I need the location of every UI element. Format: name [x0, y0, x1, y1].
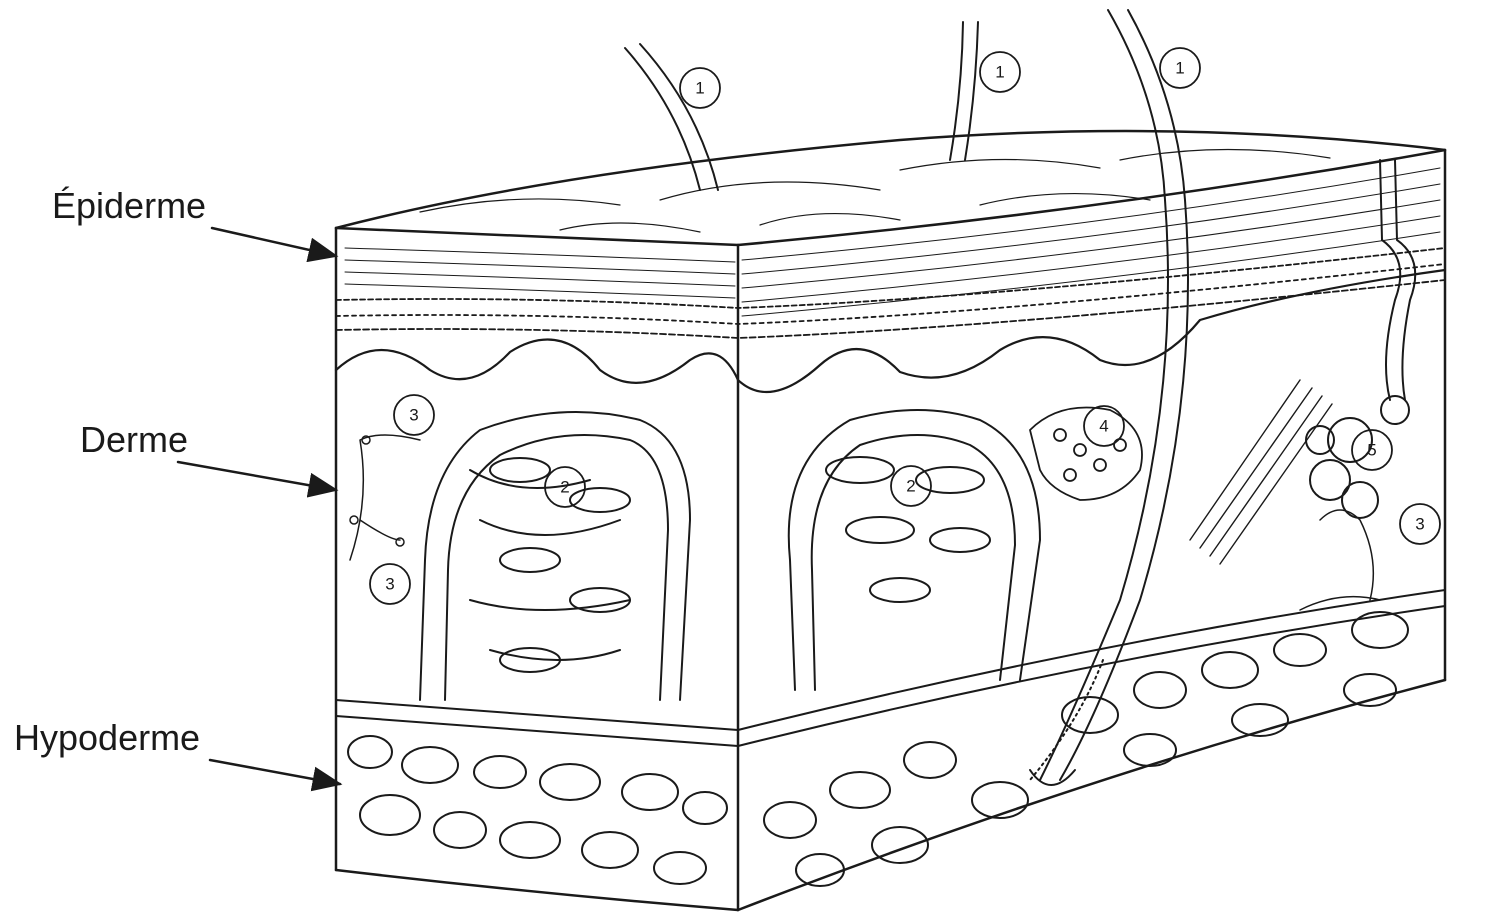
nerve-fibers [350, 435, 1380, 610]
hair-shafts [625, 10, 1188, 785]
arrow-derme [178, 462, 336, 490]
svg-text:1: 1 [995, 63, 1004, 82]
hypodermis-fat [336, 590, 1445, 886]
vessel-network-left [420, 412, 690, 700]
basal-layer [336, 248, 1445, 392]
vessel-network-center [789, 410, 1040, 690]
marker-nerve-lower: 3 [370, 564, 410, 604]
arrow-epiderme [212, 228, 336, 256]
marker-hair-2: 1 [980, 52, 1020, 92]
sweat-gland [1306, 160, 1415, 518]
svg-text:1: 1 [1175, 59, 1184, 78]
svg-text:3: 3 [1415, 515, 1424, 534]
svg-text:1: 1 [695, 79, 704, 98]
svg-text:2: 2 [560, 478, 569, 497]
marker-vessel-center: 2 [891, 466, 931, 506]
marker-nerve-right: 3 [1400, 504, 1440, 544]
marker-hair-3: 1 [1160, 48, 1200, 88]
sebaceous-gland [1030, 408, 1142, 501]
arrow-hypoderme [210, 760, 340, 784]
svg-text:3: 3 [385, 575, 394, 594]
svg-text:5: 5 [1367, 441, 1376, 460]
marker-nerve-upper: 3 [394, 395, 434, 435]
svg-text:3: 3 [409, 406, 418, 425]
svg-text:2: 2 [906, 477, 915, 496]
svg-text:4: 4 [1099, 417, 1108, 436]
marker-hair-1: 1 [680, 68, 720, 108]
marker-sebaceous: 4 [1084, 406, 1124, 446]
